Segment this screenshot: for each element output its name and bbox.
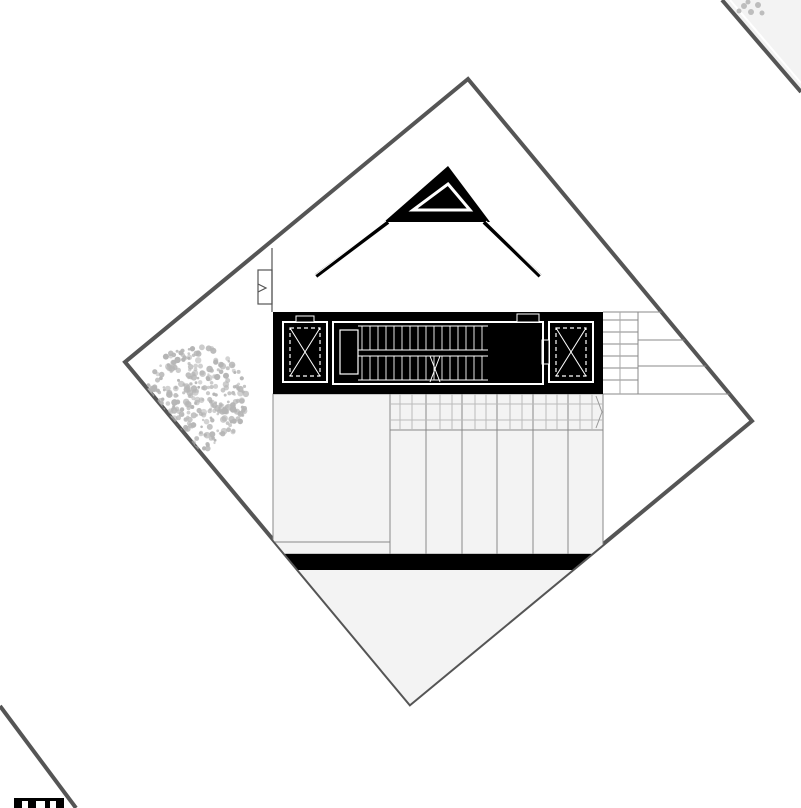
stairwell [332,313,544,385]
triangular-skylight [314,166,542,278]
lift-shaft-left [282,315,328,383]
deck-grid [390,394,604,554]
entry-gate [257,248,273,312]
neighbor-tree [736,0,765,16]
lift-shaft-right [541,321,594,383]
service-core [273,312,603,394]
south-wall [250,554,630,570]
neighbor-parcel-top-right [720,0,801,94]
neighbor-parcel-bottom-left [0,704,78,808]
